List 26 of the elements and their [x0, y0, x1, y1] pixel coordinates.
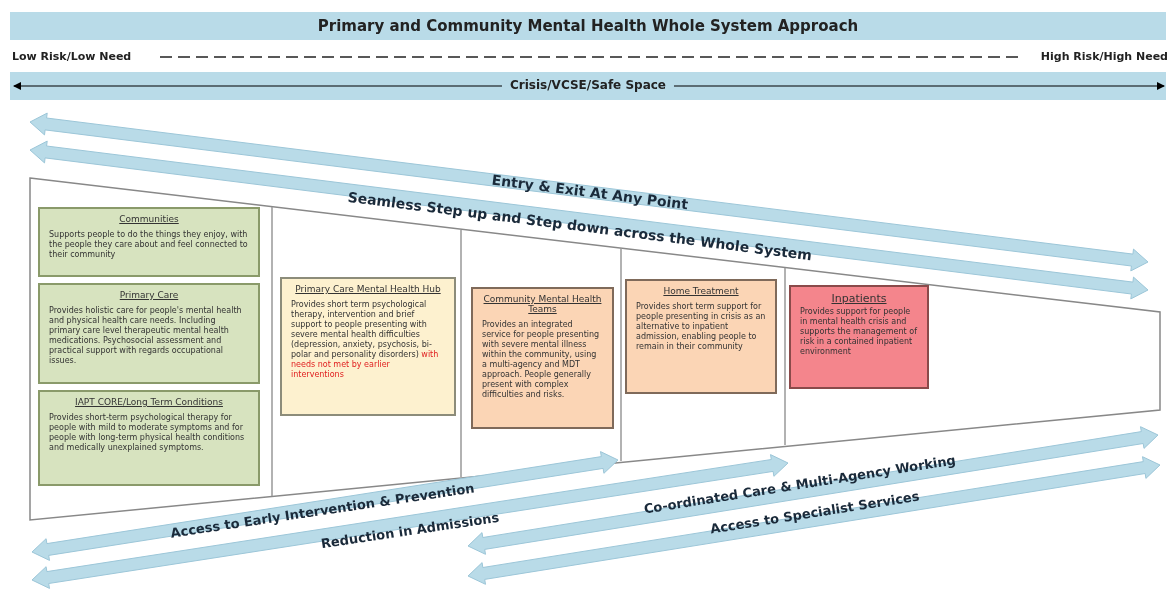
box-heading: Communities: [118, 214, 180, 224]
service-box: [625, 279, 777, 394]
box-heading: Community Mental Health Teams: [482, 294, 603, 314]
service-box: [471, 287, 614, 429]
box-heading: Primary Care Mental Health Hub: [294, 284, 442, 294]
box-text: Provides support for people in mental health crisis and supports the management of risk in a contained inpatient environment: [800, 307, 918, 357]
box-heading: IAPT CORE/Long Term Conditions: [74, 397, 224, 407]
box-text: Provides short-term psychological therapy for people with mild to moderate symptoms and for people with long-term physical health conditions and medically unexplained symptoms.: [49, 413, 246, 453]
title-banner: Primary and Community Mental Health Whole System Approach: [10, 12, 1166, 40]
service-box: [38, 207, 260, 277]
box-heading: Inpatients: [830, 292, 888, 305]
box-heading: Primary Care: [118, 290, 180, 300]
box-text: Provides holistic care for people's mental health and physical health care needs. Including primary care level therapeutic mental health medications. Psychosocial assessment and practical support with regards occupational issues.: [49, 306, 243, 366]
service-box: [38, 390, 260, 486]
box-text: Provides an integrated service for people presenting with severe mental illness within the community, using a multi-agency and MDT approach. People generally present with complex difficulties and risks.: [482, 320, 601, 400]
arrow-label: Entry & Exit At Any Point: [490, 171, 689, 213]
service-box: [38, 283, 260, 384]
box-text: Supports people to do the things they enjoy, with the people they care about and feel connected to their community: [49, 230, 249, 260]
box-text: Provides short term psychological therapy, intervention and brief support to people presenting with severe mental health difficulties (depression, anxiety, psychosis, bi-polar and personality disorders) with needs not met by earlier interventions: [291, 300, 440, 380]
arrow-label: Crisis/VCSE/Safe Space: [502, 78, 674, 92]
service-box: [789, 285, 929, 389]
service-box: [280, 277, 456, 416]
box-heading: Home Treatment: [662, 286, 740, 296]
scale-label: High Risk/High Need: [1040, 50, 1168, 63]
scale-label: Low Risk/Low Need: [12, 50, 132, 63]
box-text: Provides short term support for people presenting in crisis as an alternative to inpatient admission, enabling people to remain in their community: [636, 302, 766, 352]
